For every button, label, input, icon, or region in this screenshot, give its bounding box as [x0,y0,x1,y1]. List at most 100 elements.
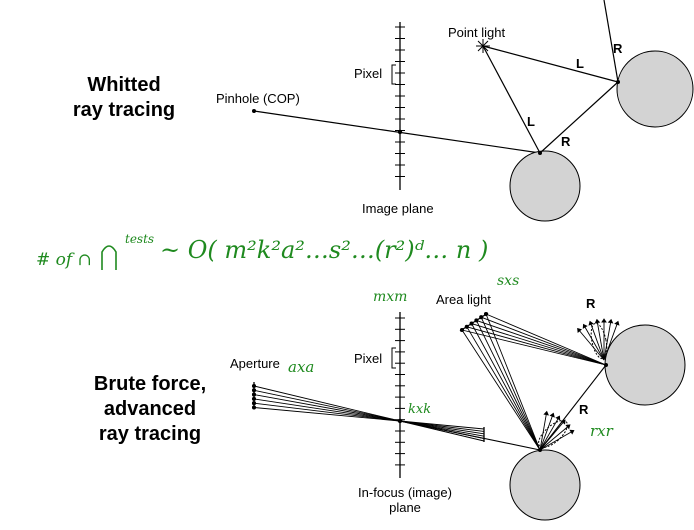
glossy-ray-arrowhead [601,318,607,323]
aperture-ray [253,389,401,422]
area-light-label: Area light [436,292,491,307]
formula-superscript: tests [125,232,155,246]
note-mxm: mxm [373,289,408,305]
aperture-ray [253,385,401,422]
area-light-ray-lower [466,326,541,451]
aperture-sample-point [251,396,257,401]
glossy-lobe-upper-arrows [577,318,620,361]
glossy-ray-arrow [539,418,559,451]
note-sxs: sxs [497,273,520,289]
area-light-sample-point [469,321,474,326]
area-light-rays [459,311,607,451]
aperture-label: Aperture [230,356,280,371]
aperture-rays [251,383,485,442]
whitted-pixel-hit-point [397,129,403,135]
glossy-ray-arrowhead [565,424,571,430]
note-axa: axa [288,358,315,376]
note-rxr: rxr [590,422,613,440]
brute-title-line1: Brute force, [93,373,207,395]
glossy-ray-arrow [539,426,568,451]
glossy-ray-arrow [539,422,564,451]
area-light-ray-lower [480,317,541,451]
whitted-ray-R-lower: R [561,134,571,149]
glossy-ray-arrowhead [560,419,566,425]
aperture-sample-point [251,401,257,406]
whitted-reflection-ray-1 [539,81,619,154]
point-light-label: Point light [448,25,506,40]
aperture-sample-point [251,388,257,393]
glossy-ray-arrow [539,414,547,451]
area-light-ray-lower [461,329,541,451]
note-kxk: kxk [408,402,432,417]
brute-sphere-lower [509,449,581,521]
glossy-ray-arrowhead [614,320,620,326]
whitted-shadow-ray-upper [482,45,619,83]
glossy-lobe-lower-arrows [539,410,575,451]
area-light-ray-upper [485,313,607,366]
area-light-line [459,312,489,332]
glossy-ray-arrowhead [594,318,601,324]
area-light-sample-point [479,315,484,320]
area-light-ray-lower [485,313,541,451]
area-light-ray-upper [466,326,607,366]
glossy-ray-arrow [590,324,605,361]
area-light-sample-point [483,311,489,317]
infocus-plane-label-line2: plane [389,500,421,515]
whitted-image-plane-label: Image plane [362,201,434,216]
area-light-ray-upper [481,316,607,366]
brute-reflection-ray [539,364,607,451]
area-light-sample-point [459,327,465,333]
aperture-ray [253,394,401,422]
area-light-ray-lower [475,320,541,451]
area-light-sample-point [464,324,469,329]
glossy-ray-arrowhead [582,323,588,329]
formula-prefix: # of ∩ [36,250,92,270]
area-light-ray-upper [461,329,607,366]
glossy-ray-arrowhead [588,320,594,326]
whitted-hit-lower [538,151,542,155]
area-light-ray-lower [471,323,541,451]
pinhole-label: Pinhole (COP) [216,91,300,106]
whitted-image-plane-ticks [395,26,405,177]
glossy-ray-arrowhead [543,410,549,416]
whitted-ray-L-upper: L [576,56,584,71]
whitted-reflection-ray-2 [603,0,619,83]
brute-title-line3: ray tracing [98,423,202,445]
glossy-ray-arrow [603,324,618,361]
aperture-sample-point [251,392,257,397]
whitted-ray-R-upper: R [613,41,623,56]
glossy-ray-arrow [584,326,605,361]
whitted-sphere-upper [616,50,694,128]
whitted-shadow-ray-lower [482,45,541,154]
glossy-ray-arrow [539,431,572,451]
brute-pixel-bracket [391,347,396,369]
brute-ray-R-upper: R [586,296,596,311]
area-light-sample-point [474,318,479,323]
brute-ray-R-lower: R [579,402,589,417]
aperture-ray [253,402,401,422]
aperture-ray [253,407,401,422]
whitted-sphere-lower [509,150,581,222]
aperture-sample-point [251,383,257,389]
glossy-ray-arrowhead [577,327,583,334]
aperture-ray [253,398,401,422]
whitted-primary-ray [253,110,541,154]
infocus-plane-label-line1: In-focus (image) [358,485,452,500]
glossy-ray-arrow [539,416,553,451]
whitted-title-line2: ray tracing [72,99,176,121]
brute-hit-upper [604,363,608,367]
brute-title-line2: advanced [103,398,197,420]
whitted-pixel-bracket [391,64,396,85]
brute-sphere-upper [604,324,686,406]
whitted-pixel-label: Pixel [354,66,383,81]
aperture-sample-point [251,405,257,410]
brute-primary-ray [399,420,541,451]
whitted-title: Whitted ray tracing [40,73,208,123]
brute-pixel-label: Pixel [354,351,383,366]
brute-image-plane-ticks [395,317,405,466]
glossy-ray-arrowhead [569,429,575,435]
glossy-ray-arrowhead [555,415,561,421]
handwritten-intersection-symbol [101,245,117,270]
infocus-plane-label: In-focus (image) plane [350,485,460,515]
